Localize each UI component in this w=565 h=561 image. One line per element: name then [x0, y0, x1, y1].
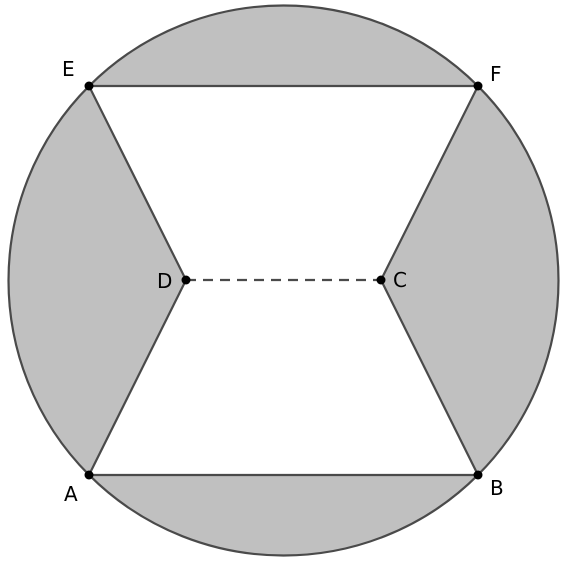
bottom-segment: [89, 475, 478, 556]
point-A: [84, 470, 94, 480]
label-F: F: [490, 62, 502, 86]
segment-CB: [380, 279, 479, 476]
label-B: B: [490, 476, 504, 500]
outer-circle: [7, 4, 560, 557]
point-E: [84, 81, 94, 91]
point-C: [376, 275, 386, 285]
right-region: [381, 86, 559, 475]
segment-FC: [380, 85, 479, 281]
segment-ED: [88, 85, 187, 281]
point-B: [473, 470, 483, 480]
label-A: A: [64, 482, 78, 506]
label-E: E: [62, 57, 75, 81]
label-D: D: [157, 269, 172, 293]
point-F: [473, 81, 483, 91]
point-D: [181, 275, 191, 285]
label-C: C: [393, 268, 407, 292]
top-segment: [89, 5, 478, 86]
segment-DA: [88, 279, 187, 476]
left-region: [8, 86, 186, 475]
